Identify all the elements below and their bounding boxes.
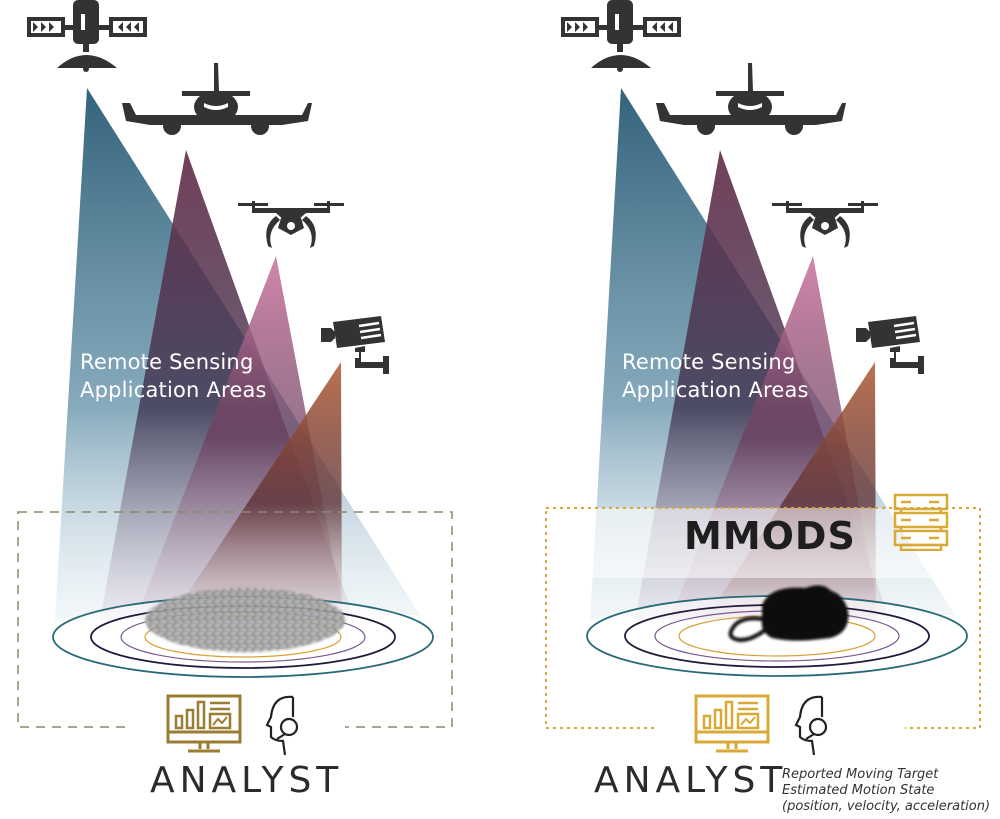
note-line: (position, velocity, acceleration) [782,799,991,814]
drone-icon [238,201,344,248]
left-overlay-title: Remote Sensing Application Areas [80,348,267,404]
mmods-label: MMODS [684,514,856,558]
sensor-beams [55,88,420,620]
right-panel [545,0,981,757]
overlay-line-1: Remote Sensing [80,350,254,374]
noise-blob-icon [145,588,345,652]
airplane-icon [656,63,846,135]
satellite-icon [27,0,147,72]
overlay-line-1: Remote Sensing [622,350,796,374]
satellite-icon [561,0,681,72]
analyst-gap-left [125,722,345,732]
airplane-icon [122,63,312,135]
cctv-camera-icon [856,316,926,374]
camera-beam [170,362,342,620]
note-line: Estimated Motion State [782,783,935,798]
motion-state-note: Reported Moving Target Estimated Motion … [782,767,990,815]
note-line: Reported Moving Target [782,767,939,782]
cctv-camera-icon [321,316,391,374]
left-analyst-label: ANALYST [150,760,344,801]
overlay-line-2: Application Areas [622,378,809,402]
left-panel [17,0,453,757]
right-analyst-label: ANALYST [594,760,788,801]
analyst-gap-right [655,722,905,732]
mouse-icon [728,585,849,643]
overlay-line-2: Application Areas [80,378,267,402]
right-overlay-title: Remote Sensing Application Areas [622,348,809,404]
drone-icon [772,201,878,248]
